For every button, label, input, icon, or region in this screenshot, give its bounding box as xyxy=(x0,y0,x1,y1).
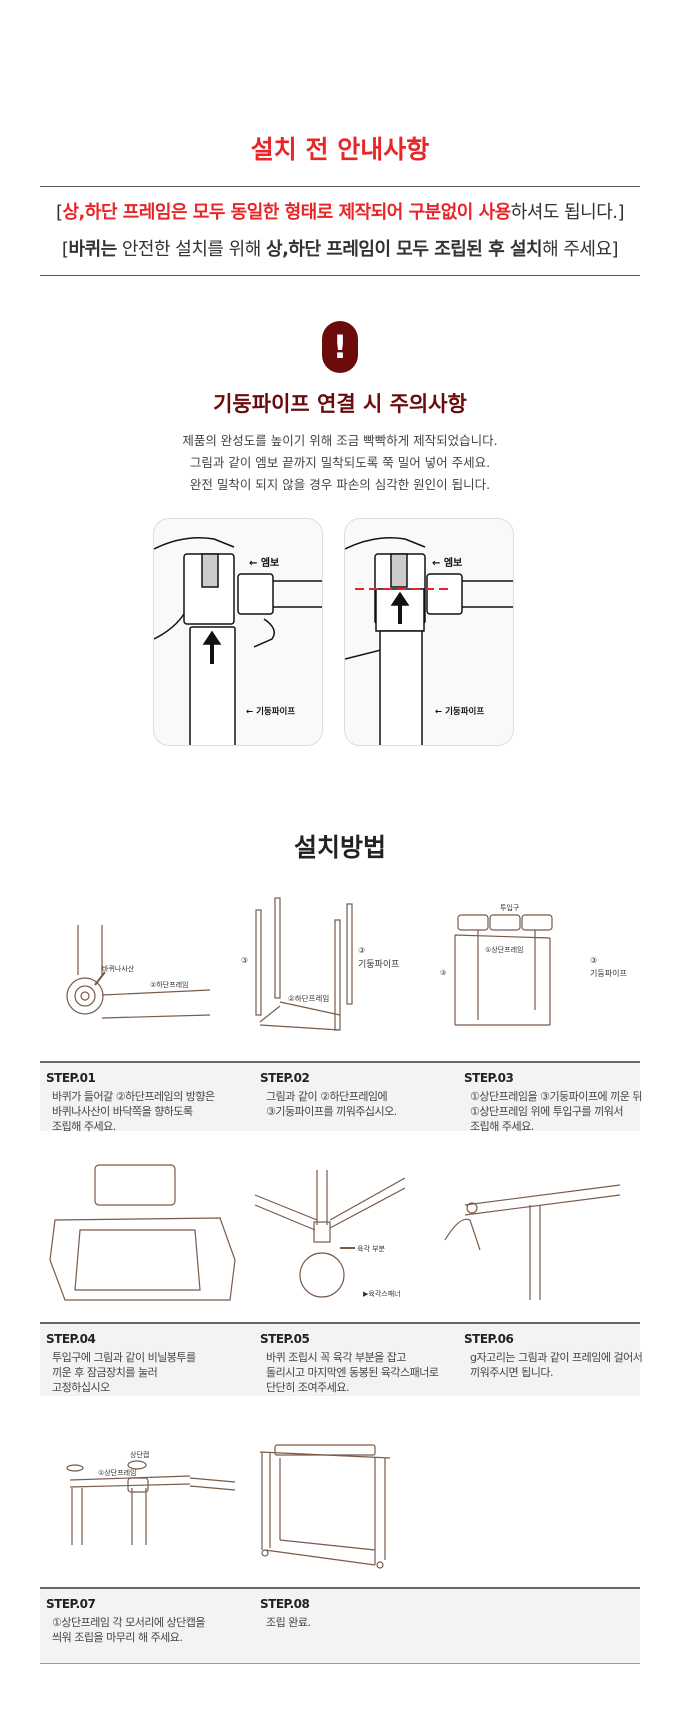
num3-label: ③ xyxy=(241,956,248,965)
steps-row-3: STEP.07 ①상단프레임 각 모서리에 상단캡을 씌워 조립을 마무리 해 주… xyxy=(40,1587,640,1663)
caution-title: 기둥파이프 연결 시 주의사항 xyxy=(213,392,467,416)
step-02: STEP.02 그림과 같이 ②하단프레임에 ③기둥파이프를 끼워주십시오. xyxy=(260,1071,460,1119)
caution-line: 완전 밀착이 되지 않을 경우 파손의 심각한 원인이 됩니다. xyxy=(189,477,491,492)
upper-cap-label: 상단캡 xyxy=(130,1450,149,1459)
step-01-illustration: 바퀴나사산 ②하단프레임 xyxy=(66,925,211,1019)
step-label: STEP.05 xyxy=(260,1332,310,1346)
step-04: STEP.04 투입구에 그림과 같이 비닐봉투를 끼운 후 잠금장치를 눌러 고… xyxy=(46,1332,246,1395)
step-label: STEP.06 xyxy=(464,1332,514,1346)
exclamation-icon: ! xyxy=(322,321,358,373)
notice-text: 하셔도 됩니다.] xyxy=(510,202,625,223)
step-label: STEP.07 xyxy=(46,1597,96,1611)
lower-frame-label: ②하단프레임 xyxy=(288,993,329,1003)
divider xyxy=(40,186,640,187)
notice-line-2: [바퀴는 안전한 설치를 위해 상,하단 프레임이 모두 조립된 후 설치해 주… xyxy=(0,235,680,261)
step-text: 투입구에 그림과 같이 비닐봉투를 끼운 후 잠금장치를 눌러 고정하십시오 xyxy=(52,1351,196,1394)
notice-text: 해 주세요] xyxy=(542,239,619,260)
embo-label: ← 엠보 xyxy=(432,557,462,569)
num3-label: ③ xyxy=(590,956,597,965)
hex-part-label: 육각 부분 xyxy=(357,1245,386,1253)
step-label: STEP.03 xyxy=(464,1071,514,1085)
divider xyxy=(40,275,640,276)
step-label: STEP.01 xyxy=(46,1071,96,1085)
caution-line: 그림과 같이 엠보 끝까지 밀착되도록 쭉 밀어 넣어 주세요. xyxy=(189,455,491,470)
pillar-pipe-label: 기둥파이프 xyxy=(590,968,627,978)
step-text: g자고리는 그림과 같이 프레임에 걸어서 끼워주시면 됩니다. xyxy=(470,1351,643,1379)
step-label: STEP.04 xyxy=(46,1332,96,1346)
step-06: STEP.06 g자고리는 그림과 같이 프레임에 걸어서 끼워주시면 됩니다. xyxy=(464,1332,644,1380)
caution-text: 제품의 완성도를 높이기 위해 조금 빡빡하게 제작되었습니다. 그림과 같이 … xyxy=(0,430,680,496)
notice-emphasis: 상,하단 프레임은 모두 동일한 형태로 제작되어 구분없이 사용 xyxy=(62,202,512,223)
caution-line: 제품의 완성도를 높이기 위해 조금 빡빡하게 제작되었습니다. xyxy=(182,433,498,448)
upper-frame-label: ①상단프레임 xyxy=(485,945,523,954)
notice-emphasis: 상,하단 프레임이 모두 조립된 후 설치 xyxy=(266,239,543,260)
step-text: 조립 완료. xyxy=(266,1616,311,1629)
step-08: STEP.08 조립 완료. xyxy=(260,1597,460,1630)
inlet-label: 투입구 xyxy=(500,904,520,912)
step-text: 바퀴가 들어갈 ②하단프레임의 방향은 바퀴나사산이 바닥쪽을 향하도록 조립해… xyxy=(52,1090,215,1133)
notice-title: 설치 전 안내사항 xyxy=(250,135,430,164)
hex-wrench-label: ▶육각스패너 xyxy=(363,1289,401,1298)
notice-emphasis: 바퀴는 xyxy=(68,239,117,260)
step-label: STEP.08 xyxy=(260,1597,310,1611)
step-03-illustration: 투입구 ①상단프레임 ③ ③ 기둥파이프 xyxy=(440,904,627,1026)
bracket: [ xyxy=(55,202,63,223)
divider xyxy=(40,1663,640,1664)
step-01: STEP.01 바퀴가 들어갈 ②하단프레임의 방향은 바퀴나사산이 바닥쪽을 향… xyxy=(46,1071,246,1134)
step-03: STEP.03 ①상단프레임을 ③기둥파이프에 끼운 뒤 ①상단프레임 위에 투입… xyxy=(464,1071,644,1134)
pipe-after-figure: ← 엠보 ← 기둥파이프 xyxy=(344,518,514,746)
steps-row-2: STEP.04 투입구에 그림과 같이 비닐봉투를 끼운 후 잠금장치를 눌러 고… xyxy=(40,1322,643,1396)
step-04-illustration xyxy=(49,1164,236,1301)
notice-line-1: [상,하단 프레임은 모두 동일한 형태로 제작되어 구분없이 사용하셔도 됩니… xyxy=(0,198,680,224)
pillar-pipe-label: 기둥파이프 xyxy=(358,959,399,970)
bracket: [ xyxy=(61,239,69,260)
step-text: 바퀴 조립시 꼭 육각 부분을 잡고 돌리시고 마지막엔 동봉된 육각스패너로 … xyxy=(266,1351,439,1394)
embo-label: ← 엠보 xyxy=(249,557,279,569)
num3-label: ③ xyxy=(440,969,446,977)
step-07-illustration: ①상단프레임 상단캡 xyxy=(66,1450,236,1545)
step-07: STEP.07 ①상단프레임 각 모서리에 상단캡을 씌워 조립을 마무리 해 주… xyxy=(46,1597,246,1645)
upper-frame-label: ①상단프레임 xyxy=(98,1468,136,1477)
step-02-illustration: ③ ③ 기둥파이프 ②하단프레임 xyxy=(241,897,399,1031)
notice-text: 안전한 설치를 위해 xyxy=(116,239,267,260)
step-text: 그림과 같이 ②하단프레임에 ③기둥파이프를 끼워주십시오. xyxy=(266,1090,397,1118)
step-05-illustration: 육각 부분 ▶육각스패너 xyxy=(254,1170,406,1298)
install-title: 설치방법 xyxy=(293,833,386,862)
pipe-label: ← 기둥파이프 xyxy=(246,706,295,717)
pipe-before-figure: ← 엠보 ← 기둥파이프 xyxy=(153,518,323,746)
step-06-illustration xyxy=(444,1184,621,1300)
lower-frame-label: ②하단프레임 xyxy=(150,980,188,989)
wheel-screw-label: 바퀴나사산 xyxy=(102,964,135,973)
step-label: STEP.02 xyxy=(260,1071,310,1085)
step-text: ①상단프레임을 ③기둥파이프에 끼운 뒤 ①상단프레임 위에 투입구를 끼워서 … xyxy=(470,1090,643,1133)
step-text: ①상단프레임 각 모서리에 상단캡을 씌워 조립을 마무리 해 주세요. xyxy=(52,1616,206,1644)
num3-label: ③ xyxy=(358,946,365,955)
step-05: STEP.05 바퀴 조립시 꼭 육각 부분을 잡고 돌리시고 마지막엔 동봉된 … xyxy=(260,1332,460,1395)
steps-row-1: STEP.01 바퀴가 들어갈 ②하단프레임의 방향은 바퀴나사산이 바닥쪽을 향… xyxy=(40,1061,643,1134)
pipe-label: ← 기둥파이프 xyxy=(435,706,484,717)
step-08-illustration xyxy=(259,1444,391,1569)
